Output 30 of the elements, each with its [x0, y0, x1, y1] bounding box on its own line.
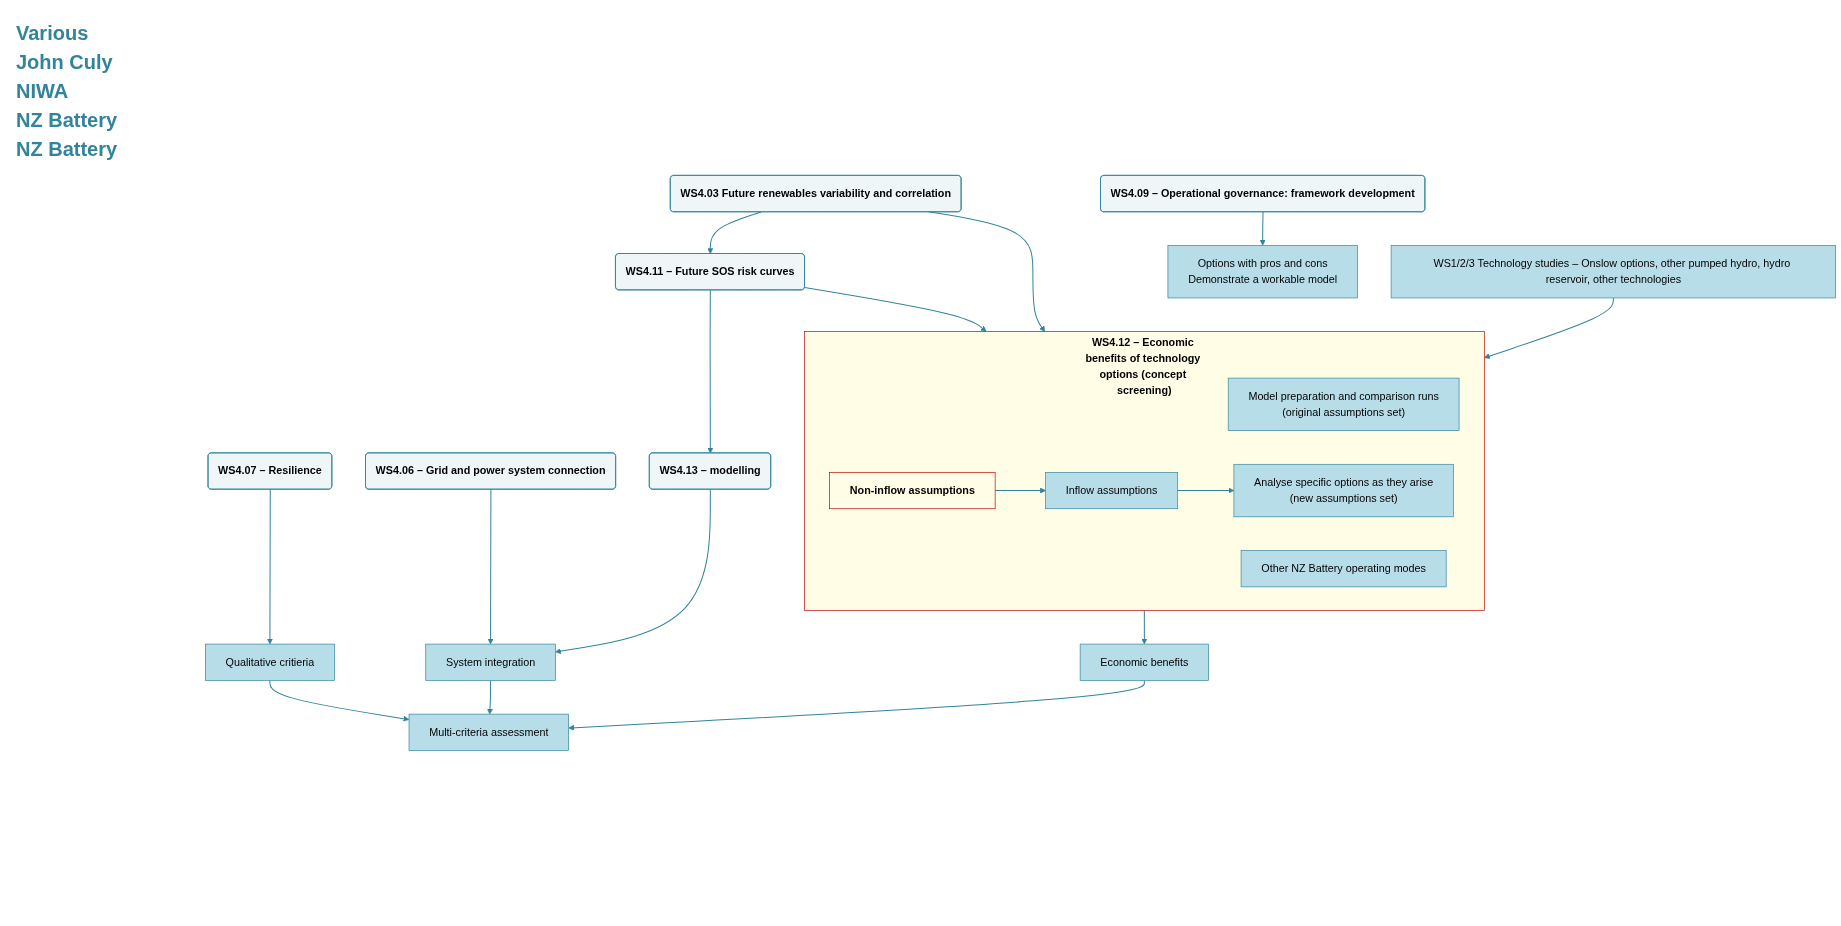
lane-label: NZ Battery: [16, 138, 119, 161]
node-box: Non-inflow assumptions: [829, 472, 996, 510]
arrow: [555, 489, 711, 655]
node-box: Inflow assumptions: [1045, 472, 1179, 510]
node-box: Options with pros and cons Demonstrate a workable model: [1167, 245, 1358, 299]
arrow: [1484, 297, 1614, 359]
node-box: System integration: [425, 643, 556, 681]
arrow: [804, 287, 987, 332]
node-box: Multi-criteria assessment: [408, 713, 569, 751]
arrow: [707, 211, 762, 255]
arrow: [1259, 211, 1266, 246]
lane-label: NIWA: [16, 80, 70, 103]
arrow: [487, 489, 494, 645]
arrow: [269, 680, 410, 722]
node-box: Economic benefits: [1079, 643, 1209, 681]
arrow: [568, 680, 1145, 731]
node-box: Model preparation and comparison runs (original assumptions set): [1227, 377, 1460, 431]
lane-label: John Culy: [16, 51, 114, 74]
arrow: [994, 487, 1046, 494]
node-box: Other NZ Battery operating modes: [1240, 550, 1447, 588]
node-box: Qualitative critieria: [205, 643, 335, 681]
node-box: Analyse specific options as they arise (new assumptions set): [1233, 464, 1454, 518]
arrow: [1141, 609, 1148, 645]
node-box: WS1/2/3 Technology studies – Onslow options, other pumped hydro, hydro reservoir, other technologies: [1390, 245, 1836, 299]
arrow: [707, 289, 714, 454]
lane-label: Various: [16, 22, 90, 45]
arrow: [487, 680, 493, 715]
arrow: [266, 489, 273, 645]
lane-label: NZ Battery: [16, 109, 119, 132]
arrow: [1177, 487, 1235, 494]
